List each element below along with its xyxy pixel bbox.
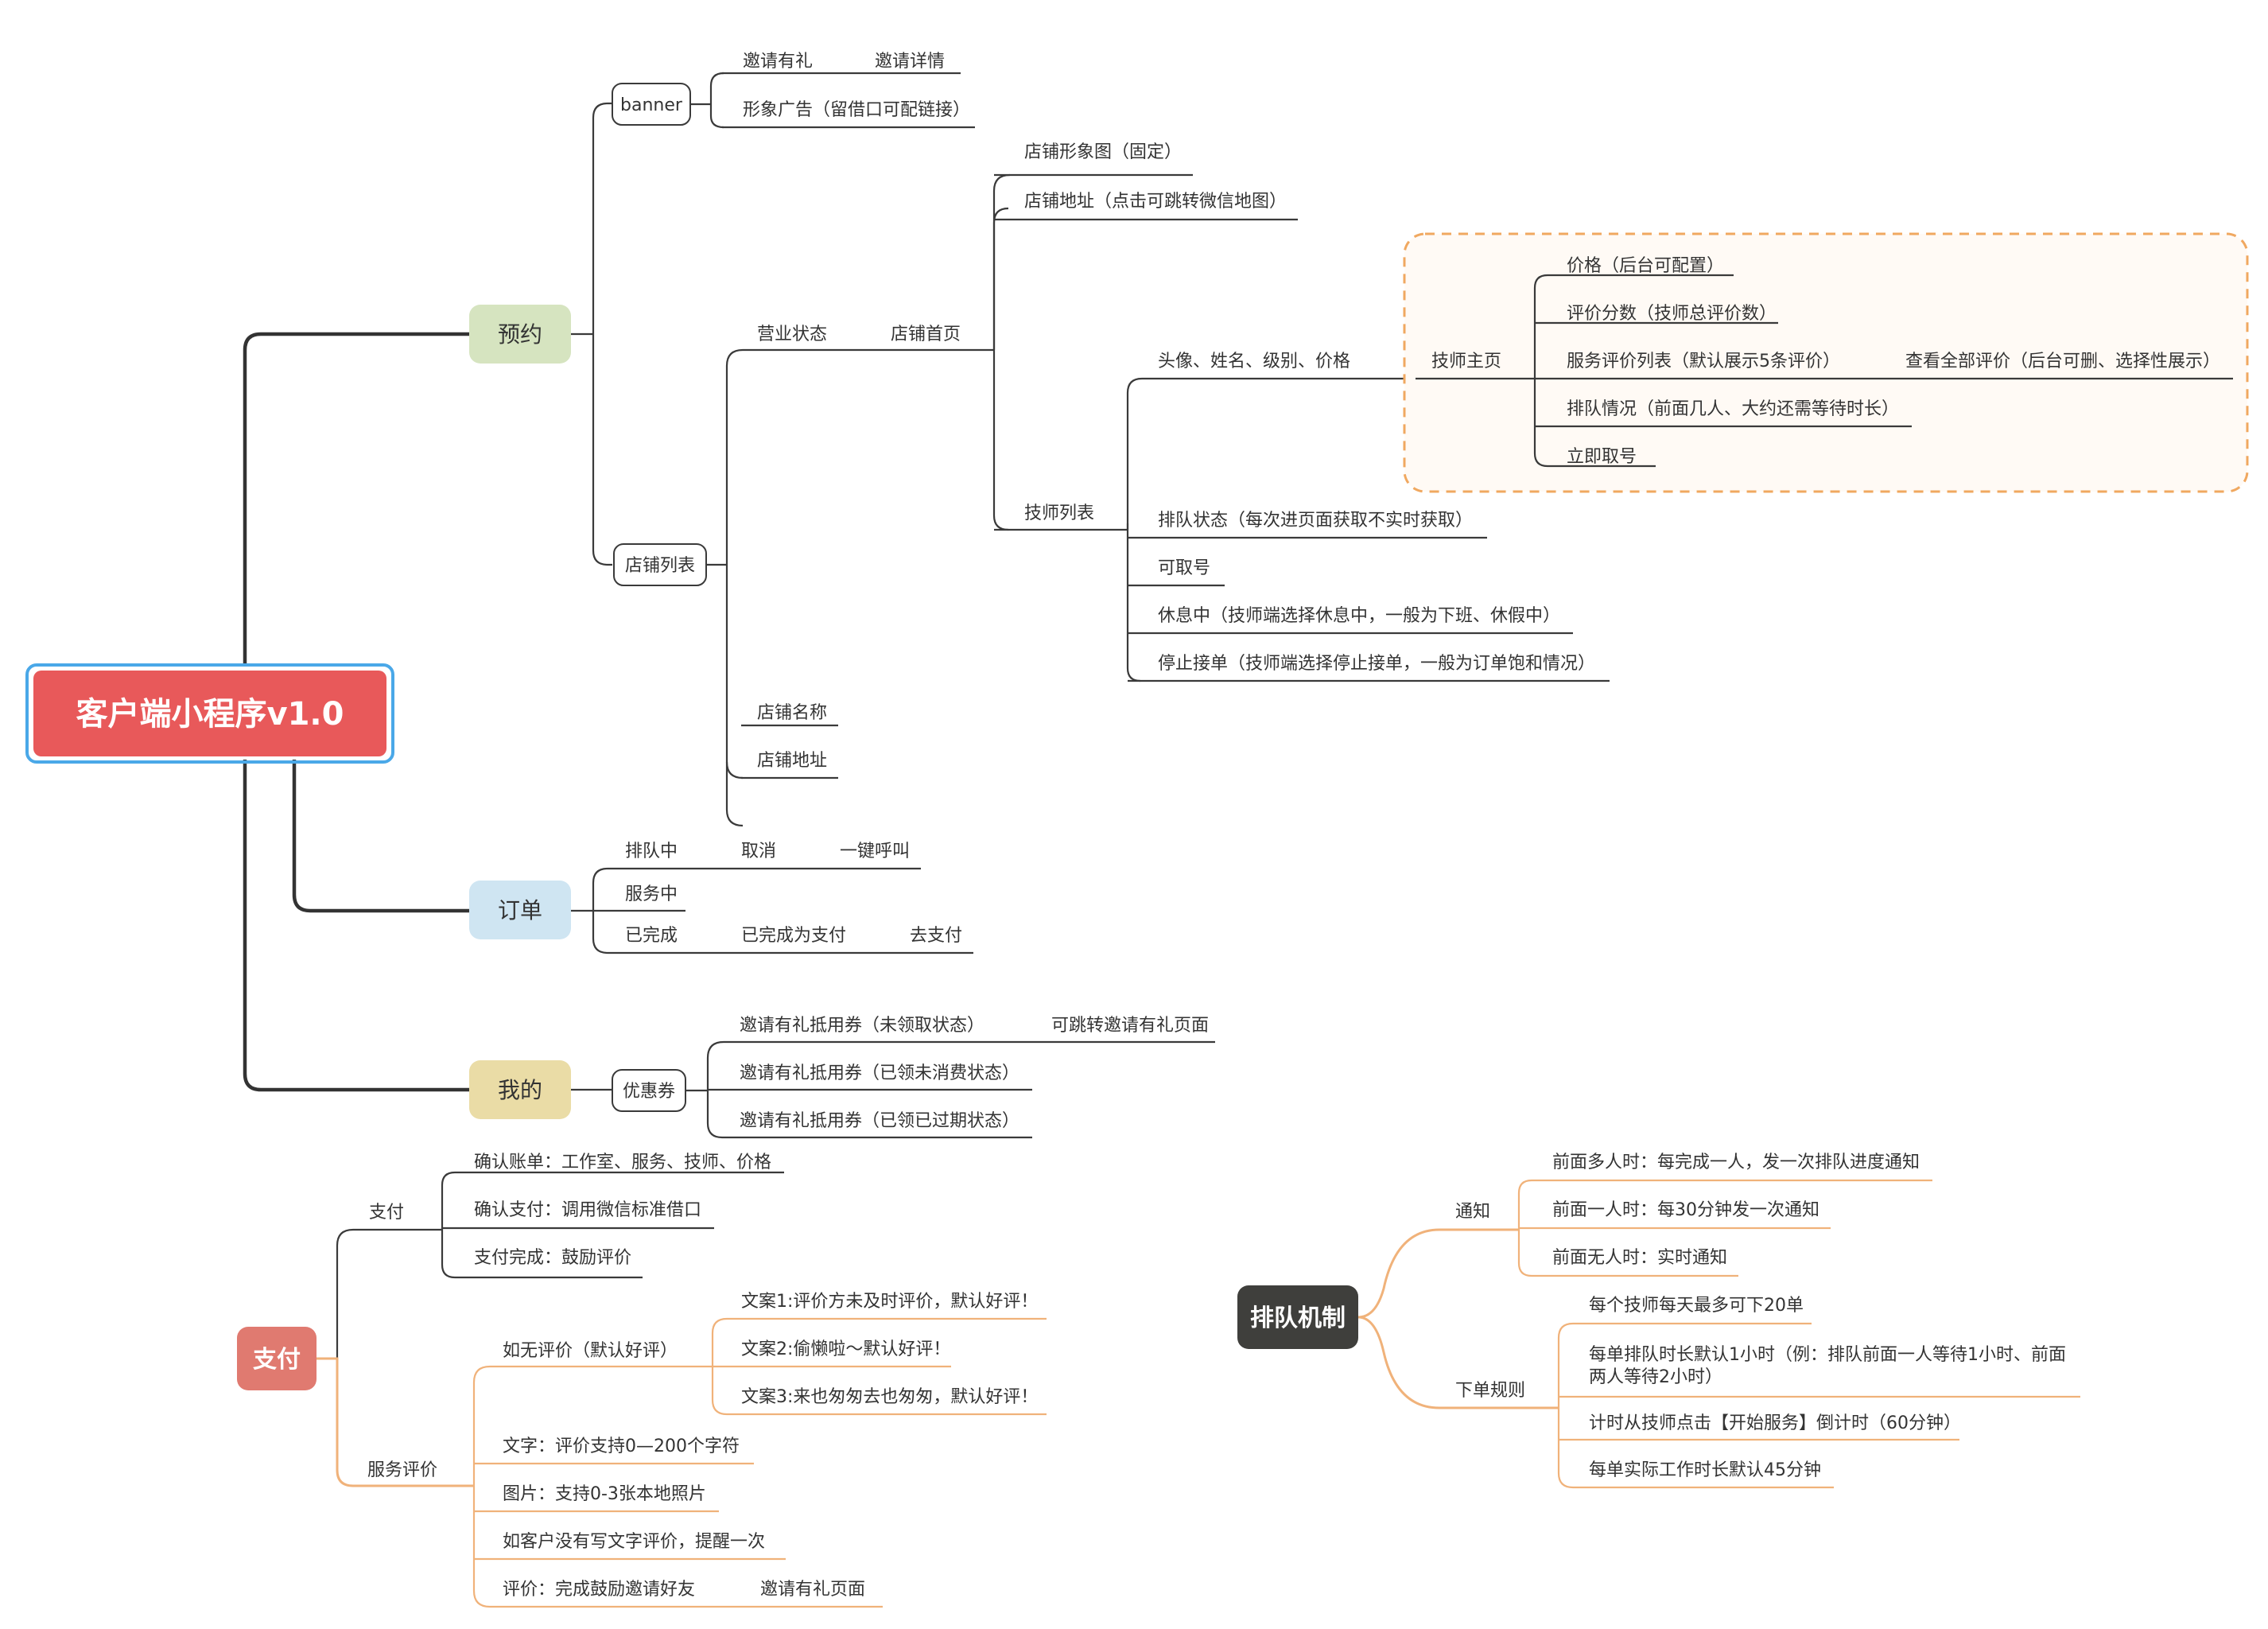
rule-queue-time-2: 两人等待2小时） (1589, 1367, 1722, 1387)
shop-name: 店铺名称 (757, 703, 827, 723)
payment-title: 支付 (253, 1346, 301, 1374)
stopped: 停止接单（技师端选择停止接单，一般为订单饱和情况） (1158, 654, 1595, 674)
rule-countdown: 计时从技师点击【开始服务】倒计时（60分钟） (1589, 1413, 1961, 1433)
no-review: 如无评价（默认好评） (503, 1341, 678, 1361)
wode-node[interactable] (469, 1060, 571, 1119)
banner-ad: 形象广告（留借口可配链接） (743, 100, 970, 120)
yuyue-node[interactable] (469, 305, 571, 364)
order-pay: 去支付 (910, 926, 962, 946)
confirm-bill: 确认账单：工作室、服务、技师、价格 (474, 1153, 771, 1172)
rule-work-time: 每单实际工作时长默认45分钟 (1589, 1460, 1821, 1480)
queue-node[interactable] (1237, 1285, 1358, 1349)
central-title: 客户端小程序v1.0 (76, 696, 344, 733)
resting: 休息中（技师端选择休息中，一般为下班、休假中） (1158, 606, 1560, 626)
coupons-label: 优惠券 (623, 1082, 675, 1102)
queue-status: 排队状态（每次进页面获取不实时获取） (1158, 511, 1473, 531)
dingdan-label: 订单 (498, 897, 542, 923)
view-all-reviews: 查看全部评价（后台可删、选择性展示） (1905, 352, 2220, 371)
central-topic[interactable]: 客户端小程序v1.0 (25, 663, 394, 764)
wode-label: 我的 (498, 1077, 542, 1103)
order-queuing: 排队中 (625, 842, 678, 861)
order-serving: 服务中 (625, 884, 678, 904)
shop-home: 店铺首页 (891, 325, 961, 344)
coupon-expired: 邀请有礼抵用券（已领已过期状态） (740, 1111, 1019, 1131)
order-done: 已完成 (625, 926, 678, 946)
branch-dingdan: 订单 排队中 取消 一键呼叫 服务中 已完成 已完成为支付 去支付 (469, 842, 973, 954)
shop-list-label: 店铺列表 (625, 556, 695, 576)
yuyue-label: 预约 (498, 321, 542, 348)
shop-address-map: 店铺地址（点击可跳转微信地图） (1024, 192, 1287, 212)
banner-label: banner (620, 95, 683, 115)
coupon-jump: 可跳转邀请有礼页面 (1051, 1016, 1209, 1036)
notify-sub: 通知 (1455, 1202, 1490, 1222)
copy-1: 文案1:评价方未及时评价，默认好评！ (741, 1292, 1038, 1312)
branch-wode: 我的 优惠券 邀请有礼抵用券（未领取状态） 可跳转邀请有礼页面 邀请有礼抵用券（… (469, 1016, 1215, 1139)
dingdan-node[interactable] (469, 881, 571, 939)
pay-sub: 支付 (369, 1203, 404, 1223)
rule-daily-limit: 每个技师每天最多可下20单 (1589, 1296, 1804, 1316)
review-sub: 服务评价 (367, 1460, 437, 1480)
shop-status: 营业状态 (757, 325, 827, 344)
tech-list: 技师列表 (1024, 503, 1094, 523)
payment-topic: 支付 支付 确认账单：工作室、服务、技师、价格 确认支付：调用微信标准借口 支付… (237, 1153, 1047, 1608)
remind-rule: 如客户没有写文字评价，提醒一次 (503, 1532, 765, 1552)
image-rule: 图片：支持0-3张本地照片 (503, 1484, 706, 1504)
notify-none: 前面无人时：实时通知 (1552, 1248, 1727, 1268)
payment-node[interactable] (237, 1327, 317, 1390)
invite-rule: 评价：完成鼓励邀请好友 (503, 1580, 695, 1600)
queue-title: 排队机制 (1250, 1304, 1346, 1332)
invite-page: 邀请有礼页面 (760, 1580, 865, 1600)
copy-3: 文案3:来也匆匆去也匆匆，默认好评！ (741, 1387, 1038, 1407)
price: 价格（后台可配置） (1567, 256, 1724, 276)
coupon-unused: 邀请有礼抵用券（已领未消费状态） (740, 1063, 1019, 1083)
order-call: 一键呼叫 (840, 842, 910, 861)
confirm-pay: 确认支付：调用微信标准借口 (474, 1200, 701, 1220)
banner-invite: 邀请有礼 (743, 52, 813, 72)
shop-image: 店铺形象图（固定） (1024, 142, 1182, 162)
order-cancel: 取消 (741, 842, 776, 861)
notify-one: 前面一人时：每30分钟发一次通知 (1552, 1200, 1819, 1220)
queue-topic: 排队机制 通知 前面多人时：每完成一人，发一次排队进度通知 前面一人时：每30分… (1237, 1153, 2080, 1489)
tech-avatar: 头像、姓名、级别、价格 (1158, 352, 1350, 371)
rules-sub: 下单规则 (1455, 1381, 1525, 1401)
notify-many: 前面多人时：每完成一人，发一次排队进度通知 (1552, 1153, 1920, 1172)
order-done-unpaid: 已完成为支付 (741, 926, 846, 946)
rating: 评价分数（技师总评价数） (1567, 304, 1777, 324)
coupon-unclaimed: 邀请有礼抵用券（未领取状态） (740, 1016, 984, 1036)
banner-invite-detail: 邀请详情 (875, 52, 945, 72)
text-rule: 文字：评价支持0—200个字符 (503, 1437, 740, 1456)
copy-2: 文案2:偷懒啦～默认好评！ (741, 1339, 950, 1359)
rule-queue-time-1: 每单排队时长默认1小时（例：排队前面一人等待1小时、前面 (1589, 1345, 2066, 1365)
main-connectors (243, 332, 469, 1092)
shop-address: 店铺地址 (757, 751, 827, 771)
review-list: 服务评价列表（默认展示5条评价） (1567, 352, 1840, 371)
branch-yuyue: 预约 banner 邀请有礼 邀请详情 形象广告（留借口可配链接） 店铺列表 营… (469, 52, 2249, 827)
tech-home: 技师主页 (1431, 352, 1501, 371)
queue-info: 排队情况（前面几人、大约还需等待时长） (1567, 399, 1899, 419)
take-number: 立即取号 (1567, 447, 1637, 467)
pay-done: 支付完成：鼓励评价 (474, 1248, 631, 1268)
available: 可取号 (1158, 558, 1210, 578)
